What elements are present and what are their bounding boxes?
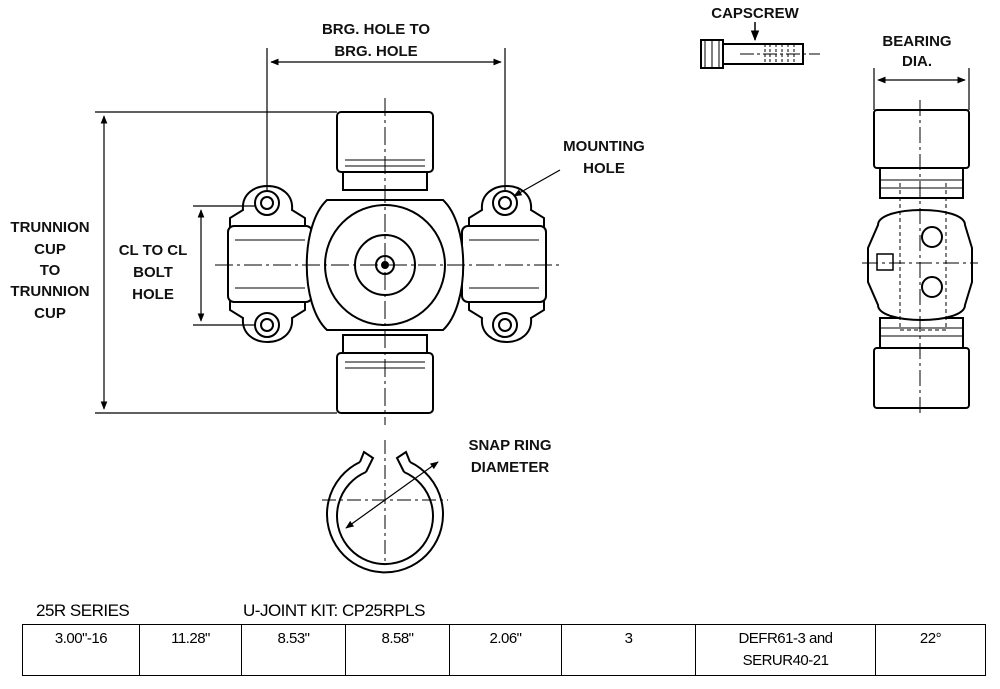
capscrew-label: CAPSCREW — [711, 5, 799, 22]
mounting-hole-leader — [513, 169, 561, 197]
snap-ring-diameter-line — [345, 461, 439, 529]
capscrew-value-line-1: DEFR61-3 and — [738, 630, 833, 647]
bearing-dia-dimension — [873, 68, 970, 110]
bearing-dia-label-1: BEARING — [882, 33, 951, 50]
table-row: 3.00"-16 11.28" 8.53" 8.58" 2.06" 3 DEFR… — [22, 624, 986, 676]
snap-ring-centerlines — [322, 440, 448, 565]
side-centerlines — [862, 100, 978, 415]
u-joint-front-view — [227, 111, 547, 414]
mounting-hole-label-1: MOUNTING — [563, 138, 645, 155]
bearing-dia-value: 3.00"-16 — [22, 624, 140, 676]
cl-bolt-label-3: HOLE — [132, 286, 174, 303]
capscrew-value: DEFR61-3 and SERUR40-21 — [695, 624, 876, 676]
capscrew-drawing — [700, 39, 820, 69]
cl-bolt-dimension — [193, 205, 256, 326]
series-name: 25R SERIES — [36, 601, 130, 620]
brg-hole-label-2: BRG. HOLE — [334, 43, 417, 60]
angle-value: 22° — [875, 624, 986, 676]
trunnion-label-1: TRUNNION — [10, 219, 89, 236]
brg-hole-value: 8.53" — [241, 624, 346, 676]
snap-ring-label-1: SNAP RING — [468, 437, 551, 454]
snap-ring-value: 2.06" — [449, 624, 562, 676]
trunnion-label-2: CUP — [34, 241, 66, 258]
trunnion-cup-value: 11.28" — [139, 624, 242, 676]
diagram-labels: BRG. HOLE TO BRG. HOLE CAPSCREW BEARING … — [10, 5, 951, 476]
mounting-holes-value: 3 — [561, 624, 696, 676]
brg-hole-dimension — [266, 48, 506, 190]
trunnion-label-4: TRUNNION — [10, 283, 89, 300]
u-joint-drawing: BRG. HOLE TO BRG. HOLE CAPSCREW BEARING … — [10, 5, 978, 574]
specs-table: 3.00"-16 11.28" 8.53" 8.58" 2.06" 3 DEFR… — [22, 624, 986, 676]
cl-bolt-label-1: CL TO CL — [119, 242, 188, 259]
cl-bolt-label-2: BOLT — [133, 264, 173, 281]
trunnion-label-5: CUP — [34, 305, 66, 322]
capscrew-value-line-2: SERUR40-21 — [742, 652, 829, 669]
series-header: 25R SERIES U-JOINT KIT: CP25RPLS — [0, 600, 1000, 622]
trunnion-dimension — [95, 111, 337, 414]
trunnion-label-3: TO — [40, 262, 61, 279]
cl-bolt-hole-value: 8.58" — [345, 624, 450, 676]
brg-hole-label-1: BRG. HOLE TO — [322, 21, 430, 38]
mounting-hole-label-2: HOLE — [583, 160, 625, 177]
centerlines — [215, 98, 560, 425]
bearing-dia-label-2: DIA. — [902, 53, 932, 70]
kit-name: U-JOINT KIT: CP25RPLS — [243, 601, 425, 620]
snap-ring-label-2: DIAMETER — [471, 459, 550, 476]
